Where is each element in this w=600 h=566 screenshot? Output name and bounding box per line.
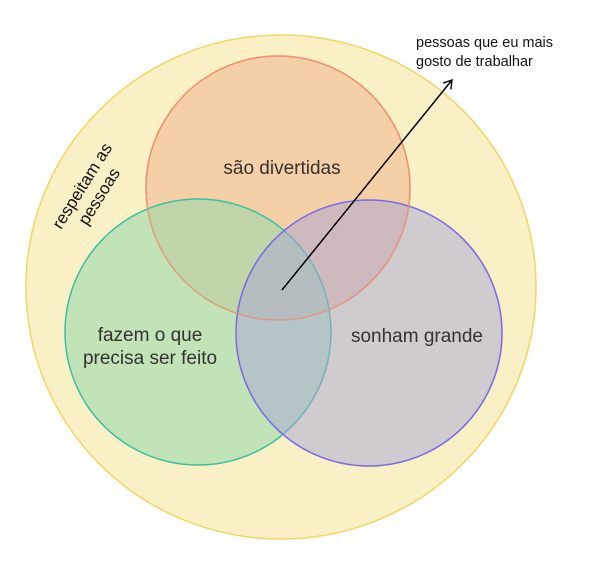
annotation-arrow	[281, 78, 453, 291]
set-circle-sonham-grande	[235, 199, 503, 467]
annotation-text-line2: gosto de trabalhar	[416, 54, 533, 70]
set-label-fazem-o-que-line1: fazem o que	[98, 325, 203, 346]
set-label-sao-divertidas: são divertidas	[223, 158, 340, 179]
set-label-sonham-grande: sonham grande	[351, 326, 483, 347]
annotation-text-line1: pessoas que eu mais	[416, 35, 553, 51]
set-label-fazem-o-que-line2: precisa ser feito	[83, 348, 217, 369]
set-circle-outline-sao-divertidas	[145, 55, 411, 321]
